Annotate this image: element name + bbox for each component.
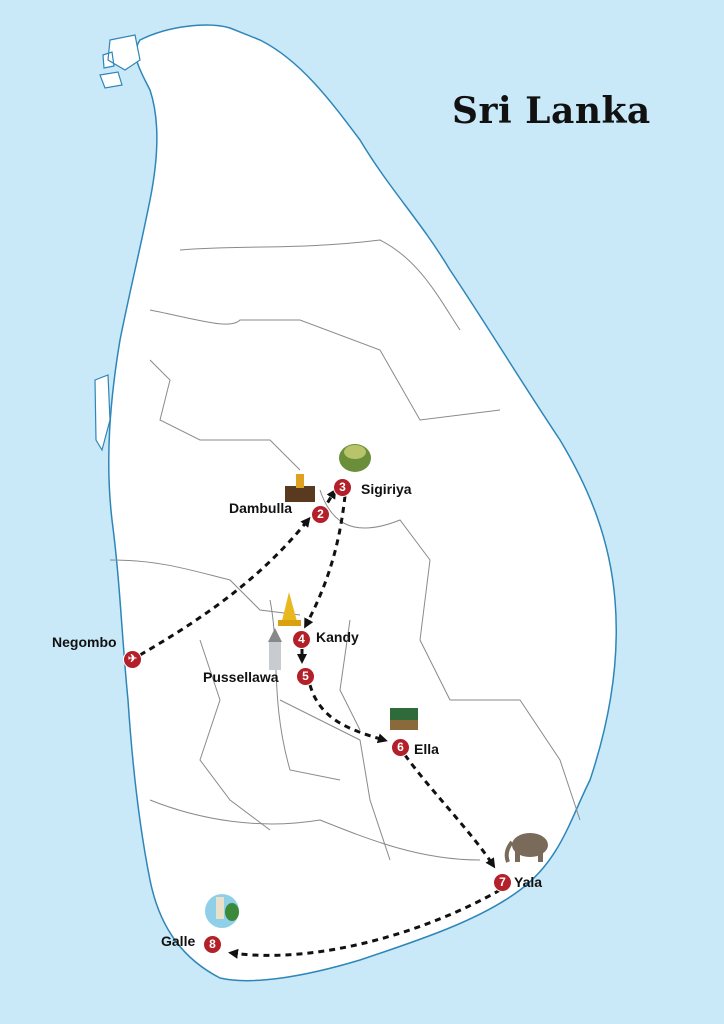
- stop-label-yala: Yala: [514, 874, 543, 890]
- island-landmass: [108, 24, 617, 982]
- elephant-icon: [504, 833, 548, 863]
- stop-marker-2: 2: [311, 505, 330, 524]
- stop-label-kandy: Kandy: [316, 629, 359, 645]
- stop-marker-5: 5: [296, 667, 315, 686]
- stop-marker-7: 7: [493, 873, 512, 892]
- stop-label-sigiriya: Sigiriya: [361, 481, 412, 497]
- stop-marker-3: 3: [333, 478, 352, 497]
- rock-fortress-icon: [339, 444, 371, 472]
- jaffna-islands: [99, 34, 141, 89]
- stop-marker-8: 8: [203, 935, 222, 954]
- airport-marker: ✈: [123, 650, 142, 669]
- cave-temple-icon: [285, 474, 315, 502]
- stop-marker-6: 6: [391, 738, 410, 757]
- tower-temple-icon: [268, 628, 282, 670]
- travel-route: [139, 488, 501, 959]
- nine-arch-bridge-icon: [390, 708, 418, 730]
- stop-marker-4: 4: [292, 630, 311, 649]
- province-borders: [109, 239, 581, 861]
- stop-label-dambulla: Dambulla: [229, 500, 293, 516]
- stop-label-negombo: Negombo: [52, 634, 117, 650]
- golden-stupa-icon: [278, 592, 301, 626]
- lighthouse-icon: [205, 894, 239, 928]
- mannar-island: [94, 374, 111, 452]
- stop-label-ella: Ella: [414, 741, 439, 757]
- map-title: Sri Lanka: [452, 90, 651, 132]
- stop-label-pussellawa: Pussellawa: [203, 669, 279, 685]
- stop-label-galle: Galle: [161, 933, 196, 949]
